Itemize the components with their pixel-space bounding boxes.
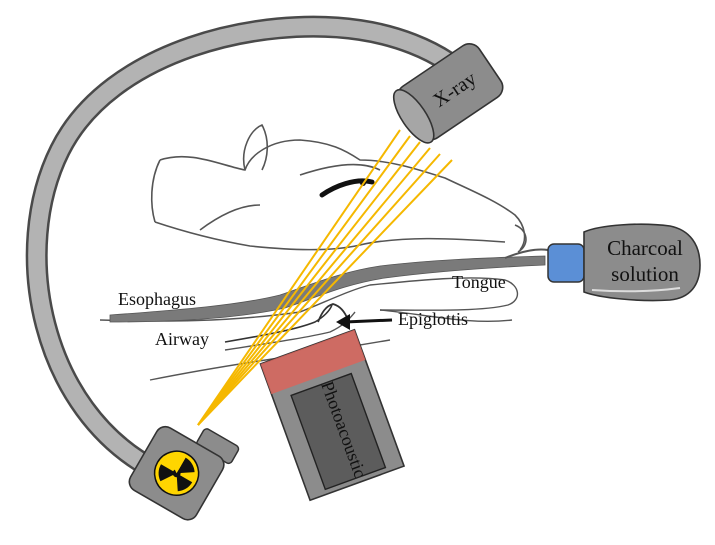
epiglottis-shape [317, 303, 349, 323]
epiglottis-arrow [336, 314, 393, 330]
radiation-source-icon [128, 425, 240, 521]
charcoal-label-line2: solution [611, 262, 679, 286]
airway-label: Airway [155, 329, 209, 349]
esophagus-label: Esophagus [118, 289, 196, 309]
snout-outline [514, 224, 527, 253]
airway-tract [224, 304, 333, 343]
bottle-icon [504, 223, 701, 302]
pig-head-outline [150, 123, 526, 251]
c-arm [25, 15, 459, 481]
eye [319, 178, 375, 198]
tongue-label: Tongue [452, 272, 506, 292]
xray-beams [197, 129, 453, 426]
charcoal-label-line1: Charcoal [607, 236, 683, 260]
photoacoustic-probe-icon: Photoacoustic [259, 328, 406, 502]
epiglottis-label: Epiglottis [398, 309, 468, 329]
xray-tube-icon: X-ray [392, 43, 504, 144]
